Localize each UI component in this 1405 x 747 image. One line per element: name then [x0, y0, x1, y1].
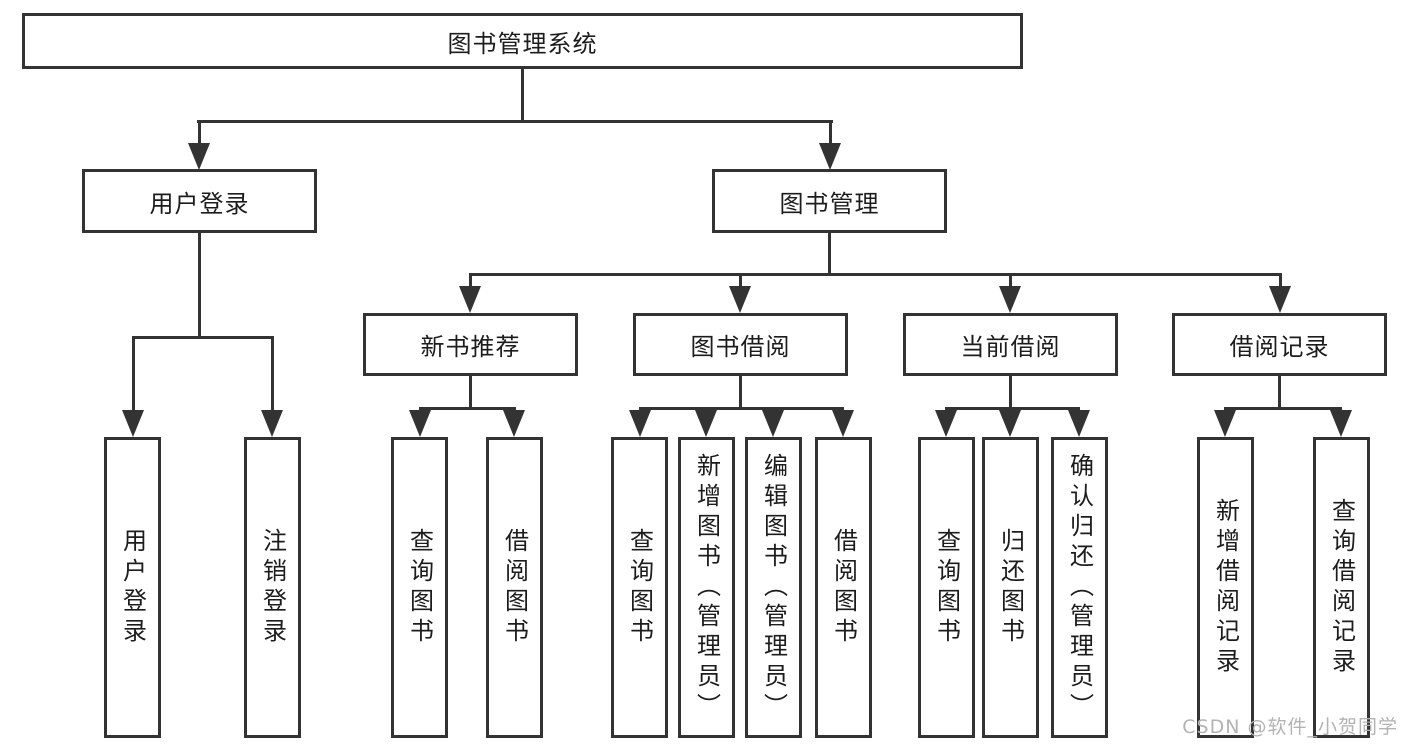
- connector-root-stub: [521, 69, 524, 123]
- arrowhead-records: [1269, 286, 1291, 313]
- leaf-edit-books-admin-label: 编辑图书（管理员）: [759, 452, 788, 723]
- arrowhead-add-books: [695, 410, 717, 437]
- arrowhead-query-recommend: [409, 410, 431, 437]
- leaf-query-books-recommend: 查询图书: [391, 437, 448, 738]
- leaf-query-books-borrow-label: 查询图书: [625, 527, 654, 648]
- node-borrow-records-label: 借阅记录: [1229, 333, 1330, 361]
- connector-recommend-drop: [469, 273, 472, 289]
- leaf-query-books-current: 查询图书: [918, 437, 975, 738]
- connector-user-login-rail: [132, 336, 274, 339]
- leaf-query-borrow-record-label: 查询借阅记录: [1327, 497, 1356, 678]
- connector-leaf-user-login-drop: [132, 336, 135, 413]
- leaf-add-borrow-record-label: 新增借阅记录: [1211, 497, 1240, 678]
- leaf-user-login-label: 用户登录: [118, 527, 147, 648]
- arrowhead-leaf-user-login: [122, 410, 144, 437]
- connector-records-stub: [1278, 376, 1281, 410]
- node-user-login: 用户登录: [82, 169, 317, 233]
- arrowhead-user-login: [188, 143, 210, 170]
- connector-user-login-drop: [198, 120, 201, 146]
- connector-recommend-stub: [469, 376, 472, 410]
- leaf-add-borrow-record: 新增借阅记录: [1197, 437, 1254, 738]
- arrowhead-query-current: [935, 410, 957, 437]
- arrowhead-current: [999, 286, 1021, 313]
- node-book-borrow-label: 图书借阅: [690, 333, 791, 361]
- connector-user-login-stub: [198, 233, 201, 339]
- arrowhead-edit-books: [762, 410, 784, 437]
- arrowhead-confirm-return: [1068, 410, 1090, 437]
- connector-current-stub: [1009, 376, 1012, 410]
- leaf-borrow-books-recommend-label: 借阅图书: [500, 527, 529, 648]
- arrowhead-borrow: [729, 286, 751, 313]
- node-new-book-recommend: 新书推荐: [363, 313, 578, 376]
- connector-leaf-logout-drop: [271, 336, 274, 413]
- node-current-borrow-label: 当前借阅: [960, 333, 1061, 361]
- leaf-add-books-admin: 新增图书（管理员）: [678, 437, 735, 738]
- node-book-borrow: 图书借阅: [633, 313, 848, 376]
- arrowhead-book-management: [819, 143, 841, 170]
- connector-borrow-rail: [639, 407, 844, 410]
- leaf-confirm-return-admin-label: 确认归还（管理员）: [1065, 452, 1094, 723]
- arrowhead-query-borrow: [629, 410, 651, 437]
- connector-level3-rail: [469, 273, 1281, 276]
- connector-current-rail: [945, 407, 1080, 410]
- arrowhead-borrow-recommend: [503, 410, 525, 437]
- arrowhead-query-record: [1330, 410, 1352, 437]
- leaf-query-books-current-label: 查询图书: [932, 527, 961, 648]
- node-root-label: 图书管理系统: [447, 29, 598, 58]
- leaf-logout: 注销登录: [244, 437, 301, 738]
- connector-records-drop: [1279, 273, 1282, 289]
- connector-borrow-drop: [739, 273, 742, 289]
- watermark: CSDN @软件_小贺同学: [1182, 716, 1398, 738]
- leaf-return-books-label: 归还图书: [996, 527, 1025, 648]
- leaf-borrow-books-recommend: 借阅图书: [486, 437, 543, 738]
- connector-recommend-rail: [419, 407, 516, 410]
- arrowhead-borrow-books: [832, 410, 854, 437]
- leaf-query-borrow-record: 查询借阅记录: [1313, 437, 1370, 738]
- node-root: 图书管理系统: [22, 13, 1023, 69]
- leaf-borrow-books-label: 借阅图书: [829, 527, 858, 648]
- connector-level2-rail: [197, 120, 833, 123]
- leaf-add-books-admin-label: 新增图书（管理员）: [692, 452, 721, 723]
- leaf-query-books-borrow: 查询图书: [611, 437, 668, 738]
- leaf-logout-label: 注销登录: [258, 527, 287, 648]
- node-borrow-records: 借阅记录: [1172, 313, 1387, 376]
- leaf-borrow-books: 借阅图书: [815, 437, 872, 738]
- node-book-management: 图书管理: [712, 169, 947, 233]
- arrowhead-recommend: [459, 286, 481, 313]
- connector-book-management-drop: [829, 120, 832, 146]
- arrowhead-add-record: [1214, 410, 1236, 437]
- connector-book-management-stub: [828, 233, 831, 276]
- leaf-edit-books-admin: 编辑图书（管理员）: [745, 437, 802, 738]
- leaf-query-books-recommend-label: 查询图书: [405, 527, 434, 648]
- connector-borrow-stub: [739, 376, 742, 410]
- arrowhead-return-books: [999, 410, 1021, 437]
- node-user-login-label: 用户登录: [149, 189, 250, 218]
- leaf-user-login: 用户登录: [104, 437, 161, 738]
- arrowhead-leaf-logout: [261, 410, 283, 437]
- node-current-borrow: 当前借阅: [903, 313, 1118, 376]
- connector-current-drop: [1009, 273, 1012, 289]
- node-book-management-label: 图书管理: [779, 189, 880, 218]
- leaf-return-books: 归还图书: [982, 437, 1039, 738]
- connector-records-rail: [1224, 407, 1342, 410]
- node-new-book-recommend-label: 新书推荐: [420, 333, 521, 361]
- leaf-confirm-return-admin: 确认归还（管理员）: [1051, 437, 1108, 738]
